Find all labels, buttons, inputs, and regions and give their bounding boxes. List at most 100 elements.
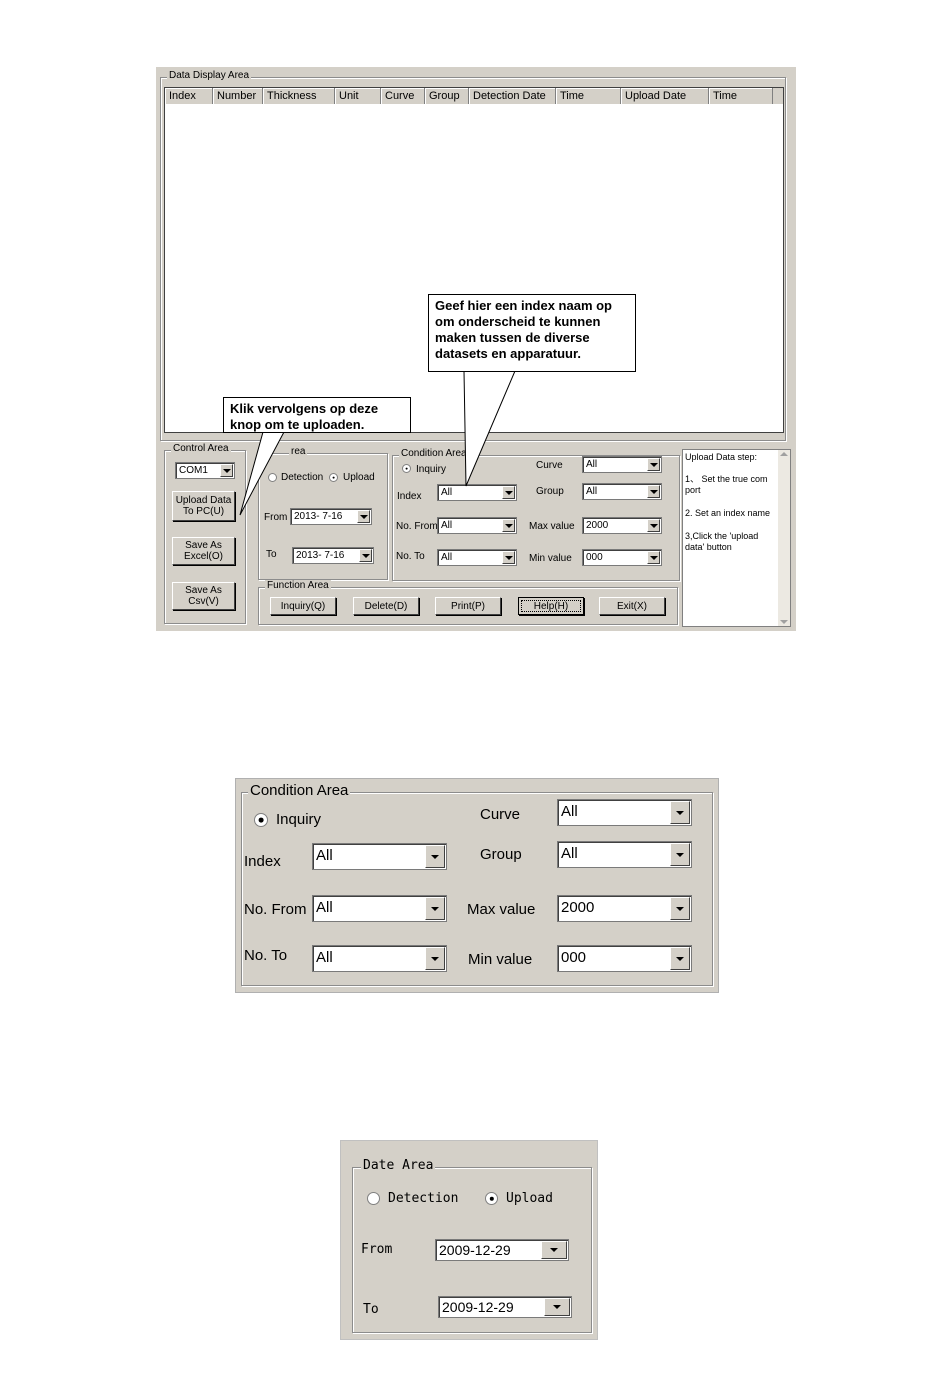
chevron-down-icon[interactable] <box>502 519 515 532</box>
curve-select[interactable]: All <box>557 799 692 826</box>
max-value-label: Max value <box>467 901 536 918</box>
help-text-panel[interactable]: Upload Data step: 1、 Set the true com po… <box>682 449 791 627</box>
column-header[interactable]: Curve <box>381 88 425 104</box>
chevron-down-icon[interactable] <box>425 897 445 920</box>
chevron-down-icon[interactable] <box>425 845 445 868</box>
callout-index-note: Geef hier een index naam op om ondersche… <box>428 294 636 372</box>
condition-area: Condition Area <box>392 448 680 581</box>
index-select[interactable]: All <box>437 484 517 501</box>
chevron-down-icon[interactable] <box>541 1241 567 1259</box>
min-value-value: 000 <box>586 552 603 563</box>
group-value: All <box>586 486 598 497</box>
inquiry-label: Inquiry <box>276 811 322 828</box>
curve-value: All <box>561 803 578 820</box>
chevron-down-icon[interactable] <box>425 947 445 970</box>
column-header[interactable]: Upload Date <box>621 88 709 104</box>
chevron-down-icon[interactable] <box>357 510 370 523</box>
column-header[interactable]: Number <box>213 88 263 104</box>
chevron-down-icon[interactable] <box>670 947 690 970</box>
control-area-legend: Control Area <box>171 443 231 454</box>
to-date-picker[interactable]: 2013- 7-16 <box>292 547 374 564</box>
noto-select[interactable]: All <box>437 549 517 566</box>
nofrom-label: No. From <box>244 901 307 918</box>
noto-select[interactable]: All <box>312 945 447 972</box>
condition-zoom-area: Condition Area <box>241 782 713 986</box>
inquiry-radio[interactable] <box>254 813 268 827</box>
detection-label: Detection <box>281 472 324 483</box>
save-as-excel-button[interactable]: Save As Excel(O) <box>172 537 235 565</box>
com-port-select[interactable]: COM1 <box>175 462 235 479</box>
scroll-down-icon[interactable] <box>780 620 788 624</box>
scroll-up-icon[interactable] <box>780 452 788 456</box>
com-port-value: COM1 <box>179 465 208 476</box>
index-value: All <box>316 847 333 864</box>
upload-to-pc-button[interactable]: Upload Data To PC(U) <box>172 491 235 521</box>
curve-value: All <box>586 459 598 470</box>
inquiry-label: Inquiry <box>416 464 447 475</box>
column-header[interactable]: Time <box>556 88 621 104</box>
upload-label: Upload <box>343 472 375 483</box>
index-select[interactable]: All <box>312 843 447 870</box>
from-date-picker[interactable]: 2013- 7-16 <box>290 508 372 525</box>
chevron-down-icon[interactable] <box>670 801 690 824</box>
max-value-select[interactable]: 2000 <box>582 517 662 534</box>
noto-label: No. To <box>244 947 288 964</box>
delete-button[interactable]: Delete(D) <box>353 597 419 615</box>
chevron-down-icon[interactable] <box>647 485 660 498</box>
min-value-select[interactable]: 000 <box>582 549 662 566</box>
chevron-down-icon[interactable] <box>670 843 690 866</box>
noto-label: No. To <box>396 551 425 562</box>
max-value-select[interactable]: 2000 <box>557 895 692 922</box>
column-header[interactable]: Unit <box>335 88 381 104</box>
column-header[interactable]: Time <box>709 88 773 104</box>
inquiry-radio[interactable] <box>402 464 411 473</box>
min-value-select[interactable]: 000 <box>557 945 692 972</box>
excel-button-line2: Excel(O) <box>184 551 223 562</box>
upload-label: Upload <box>506 1191 553 1206</box>
date-area-legend-fragment: rea <box>289 446 308 457</box>
print-button[interactable]: Print(P) <box>435 597 501 615</box>
chevron-down-icon[interactable] <box>502 486 515 499</box>
chevron-down-icon[interactable] <box>647 519 660 532</box>
help-button[interactable]: Help(H) <box>518 597 584 615</box>
nofrom-label: No. From <box>396 521 438 532</box>
group-label: Group <box>536 486 564 497</box>
save-as-csv-button[interactable]: Save As Csv(V) <box>172 582 235 610</box>
print-button-label: Print(P) <box>451 600 485 612</box>
curve-select[interactable]: All <box>582 456 662 473</box>
from-date-picker[interactable]: 2009-12-29 <box>435 1239 569 1261</box>
chevron-down-icon[interactable] <box>220 464 233 477</box>
help-title: Upload Data step: <box>685 452 758 462</box>
csv-button-line2: Csv(V) <box>188 596 219 607</box>
group-select[interactable]: All <box>582 483 662 500</box>
help-scrollbar[interactable] <box>778 450 790 626</box>
group-select[interactable]: All <box>557 841 692 868</box>
chevron-down-icon[interactable] <box>670 897 690 920</box>
detection-radio[interactable] <box>367 1192 380 1205</box>
nofrom-select[interactable]: All <box>437 517 517 534</box>
column-header[interactable]: Thickness <box>263 88 335 104</box>
to-date-picker[interactable]: 2009-12-29 <box>438 1296 572 1318</box>
condition-area-legend: Condition Area <box>399 448 469 459</box>
upload-radio[interactable] <box>329 473 338 482</box>
chevron-down-icon[interactable] <box>647 551 660 564</box>
exit-button[interactable]: Exit(X) <box>599 597 665 615</box>
to-label: To <box>363 1302 379 1317</box>
column-header[interactable]: Detection Date <box>469 88 556 104</box>
inquiry-button[interactable]: Inquiry(Q) <box>270 597 336 615</box>
inquiry-button-label: Inquiry(Q) <box>280 600 326 612</box>
detection-radio[interactable] <box>268 473 277 482</box>
chevron-down-icon[interactable] <box>502 551 515 564</box>
nofrom-value: All <box>316 899 333 916</box>
chevron-down-icon[interactable] <box>544 1298 570 1316</box>
date-zoom-legend: Date Area <box>361 1158 436 1173</box>
function-area: Function Area <box>258 580 678 625</box>
upload-radio[interactable] <box>485 1192 498 1205</box>
chevron-down-icon[interactable] <box>359 549 372 562</box>
column-header[interactable]: Index <box>165 88 213 104</box>
column-header[interactable]: Group <box>425 88 469 104</box>
nofrom-select[interactable]: All <box>312 895 447 922</box>
chevron-down-icon[interactable] <box>647 458 660 471</box>
